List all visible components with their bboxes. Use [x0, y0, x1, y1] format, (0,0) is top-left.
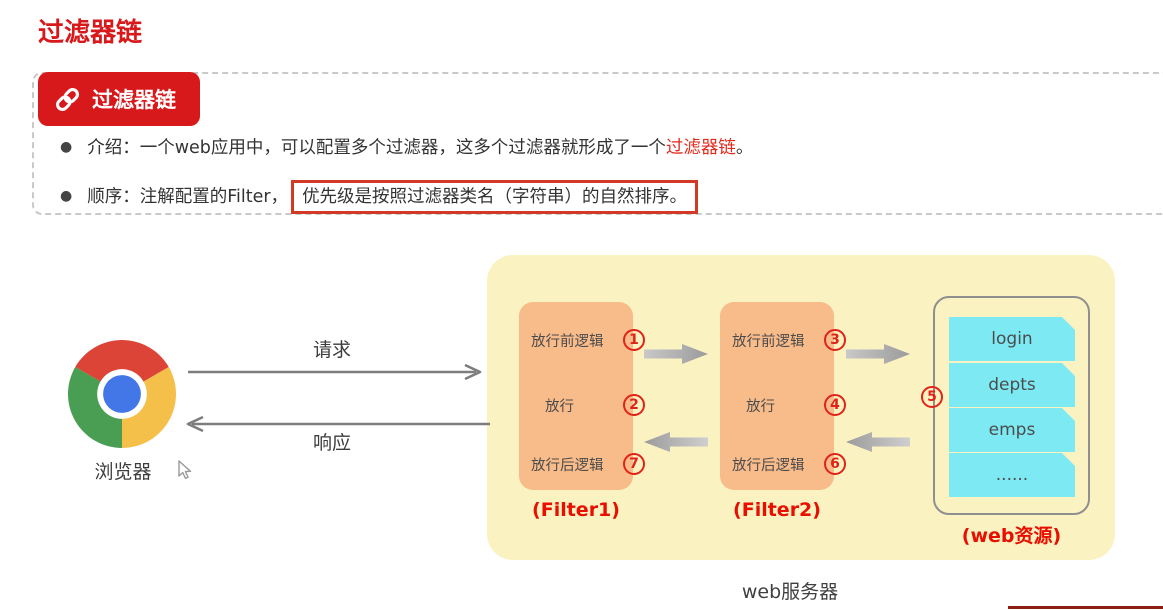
bullet-order-text: 顺序：注解配置的Filter，优先级是按照过滤器类名（字符串）的自然排序。 [87, 180, 699, 214]
bullet-intro-highlight: 过滤器链 [665, 138, 736, 158]
section-badge-label: 过滤器链 [92, 88, 176, 112]
resource-item: ...... [949, 453, 1075, 497]
response-label: 响应 [312, 432, 351, 454]
section-badge: 过滤器链 [38, 72, 200, 126]
resource-item: depts [949, 363, 1075, 407]
bullet-order-highlight-box: 优先级是按照过滤器类名（字符串）的自然排序。 [291, 180, 699, 214]
filter2-post-label: 放行后逻辑 [732, 457, 805, 474]
bottom-red-bar [1008, 606, 1163, 609]
resource-step-circle: 5 [921, 386, 943, 408]
bullet-order-prefix: 顺序：注解配置的Filter， [87, 187, 289, 207]
filter1-pre-label: 放行前逻辑 [531, 333, 604, 350]
filter2-pass-row: 放行 4 [732, 393, 846, 417]
bullet-intro-suffix: 。 [735, 138, 754, 158]
chain-link-icon [54, 86, 81, 113]
mouse-cursor-icon [175, 459, 193, 485]
bullet-intro-prefix: 介绍：一个web应用中，可以配置多个过滤器，这多个过滤器就形成了一个 [87, 138, 666, 158]
request-arrow [188, 364, 482, 384]
step-number-circle: 7 [623, 453, 645, 475]
filter2-name: (Filter2) [733, 499, 821, 521]
step-number-circle: 1 [623, 329, 645, 351]
forward-block-arrow [644, 343, 708, 369]
filter2-pass-label: 放行 [746, 398, 775, 415]
filter2-pre-label: 放行前逻辑 [732, 333, 805, 350]
filter1-pass-row: 放行 2 [531, 393, 645, 417]
browser-label: 浏览器 [94, 461, 152, 483]
filter1-pass-label: 放行 [545, 398, 574, 415]
filter1-post-label: 放行后逻辑 [531, 457, 604, 474]
bullet-order: ● 顺序：注解配置的Filter，优先级是按照过滤器类名（字符串）的自然排序。 [60, 180, 699, 214]
filter1-pre-row: 放行前逻辑 1 [531, 328, 645, 352]
backward-block-arrow [644, 431, 708, 457]
web-resources-name: (web资源) [961, 525, 1062, 547]
filter1-name: (Filter1) [532, 499, 620, 521]
step-number-circle: 2 [623, 394, 645, 416]
filter2-box: 放行前逻辑 3 放行 4 放行后逻辑 6 [720, 302, 846, 490]
request-label: 请求 [312, 339, 351, 361]
filter2-post-row: 放行后逻辑 6 [732, 452, 846, 476]
bullet-dot: ● [60, 138, 73, 155]
chrome-browser-icon [68, 340, 176, 452]
filter2-pre-row: 放行前逻辑 3 [732, 328, 846, 352]
response-arrow [186, 416, 490, 436]
step-number-circle: 3 [824, 329, 846, 351]
filter1-post-row: 放行后逻辑 7 [531, 452, 645, 476]
bullet-dot: ● [60, 187, 73, 204]
step-number-circle: 6 [824, 453, 846, 475]
content-panel-border [32, 72, 1163, 215]
bullet-intro: ● 介绍：一个web应用中，可以配置多个过滤器，这多个过滤器就形成了一个过滤器链… [60, 134, 753, 159]
web-server-label: web服务器 [741, 581, 839, 603]
bullet-intro-text: 介绍：一个web应用中，可以配置多个过滤器，这多个过滤器就形成了一个过滤器链。 [87, 134, 753, 159]
backward-block-arrow [846, 431, 910, 457]
resource-item: login [949, 317, 1075, 361]
web-resources-container: login depts emps ...... [933, 296, 1090, 515]
step-number-circle: 5 [921, 386, 943, 408]
forward-block-arrow [846, 343, 910, 369]
filter1-box: 放行前逻辑 1 放行 2 放行后逻辑 7 [519, 302, 645, 490]
resource-item: emps [949, 408, 1075, 452]
step-number-circle: 4 [824, 394, 846, 416]
page-title: 过滤器链 [38, 18, 143, 48]
